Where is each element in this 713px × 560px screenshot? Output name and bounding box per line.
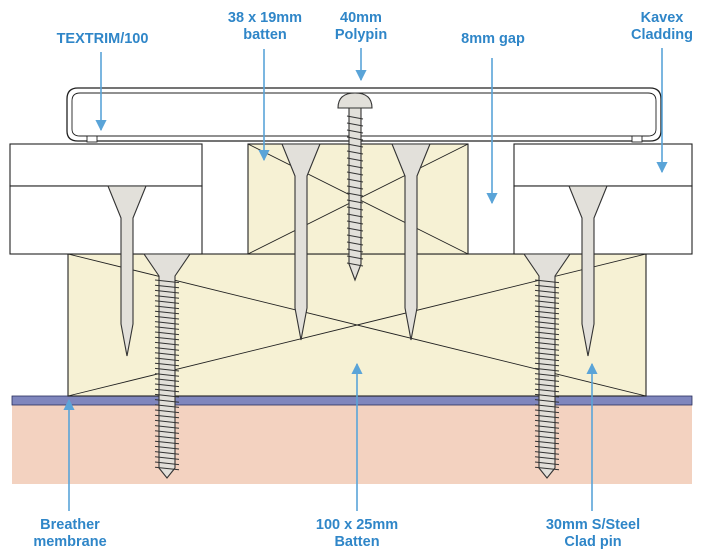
label-8mm-gap: 8mm gap bbox=[452, 31, 534, 48]
label-line: Kavex bbox=[640, 10, 684, 26]
label-line: Cladding bbox=[630, 27, 694, 43]
screw bbox=[522, 253, 572, 479]
label-line: 38 x 19mm bbox=[227, 10, 303, 26]
textrim-trim bbox=[66, 87, 662, 143]
label-line: TEXTRIM/100 bbox=[56, 31, 149, 47]
screw bbox=[142, 253, 192, 479]
breather-membrane bbox=[11, 395, 693, 406]
clad-pin bbox=[107, 185, 147, 357]
label-line: 100 x 25mm bbox=[315, 517, 399, 533]
label-line: Batten bbox=[334, 534, 380, 550]
clad-pin bbox=[391, 143, 431, 341]
label-line: 40mm bbox=[340, 10, 382, 26]
label-line: Clad pin bbox=[564, 534, 622, 550]
clad-pins bbox=[107, 143, 608, 357]
label-line: Breather bbox=[40, 517, 100, 533]
label-line: Polypin bbox=[334, 27, 388, 43]
label-line: batten bbox=[243, 27, 287, 43]
label-line: 30mm S/Steel bbox=[545, 517, 641, 533]
label-line: 8mm gap bbox=[461, 31, 525, 47]
kavex-cladding bbox=[9, 143, 693, 255]
clad-pin bbox=[568, 185, 608, 357]
clad-pin bbox=[281, 143, 321, 341]
batten-screws bbox=[142, 253, 572, 479]
substrate-wall bbox=[12, 404, 692, 484]
polypin bbox=[337, 92, 373, 282]
label-line: membrane bbox=[33, 534, 107, 550]
label-textrim: TEXTRIM/100 bbox=[45, 31, 160, 48]
leader-arrows bbox=[63, 48, 668, 511]
